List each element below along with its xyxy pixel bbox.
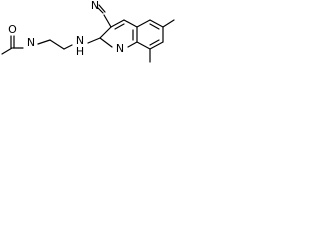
bond-ring-n1-c2 xyxy=(99,37,113,48)
bond-nitrile-a xyxy=(103,14,112,28)
bond-ring-c8a-n1 xyxy=(127,41,138,48)
bond-methyl-carbonyl xyxy=(1,47,13,55)
bond-benzo-inner-double-a xyxy=(149,23,160,30)
atom-label-nitrile-nitrogen: N xyxy=(91,0,99,12)
bond-benzo-c8-c8a xyxy=(136,41,151,50)
bond-nitrile-b xyxy=(96,6,104,14)
bond-ring-c4-c4a xyxy=(123,19,138,28)
atom-label-amide-nitrogen: N xyxy=(27,36,35,49)
bond-methyl-c6 xyxy=(162,19,175,28)
bond-benzo-c7-c8 xyxy=(149,41,164,50)
molecule-structure-diagram: O N N H N N xyxy=(1,0,175,63)
bond-amide-n-ch2 xyxy=(37,39,51,45)
atom-label-amine-hydrogen: H xyxy=(76,45,84,58)
bond-ring-c3-c4 xyxy=(110,19,125,28)
bond-benzo-inner-double-b xyxy=(149,39,160,46)
bond-benzo-c5-c6 xyxy=(149,19,164,28)
bond-amine-n-ring xyxy=(87,37,101,44)
atom-label-amine-nitrogen: N xyxy=(76,34,84,47)
bond-ring-inner-double-a xyxy=(114,23,125,30)
bond-nitrile-c xyxy=(98,4,106,13)
atom-label-oxygen: O xyxy=(8,23,17,36)
bond-ch2-ch2 xyxy=(49,39,65,50)
bond-ch2-amine-n xyxy=(63,44,73,50)
atom-label-ring-nitrogen: N xyxy=(116,42,124,55)
bond-ring-c2-c3 xyxy=(99,26,112,39)
bond-benzo-c4a-c5 xyxy=(136,19,151,28)
